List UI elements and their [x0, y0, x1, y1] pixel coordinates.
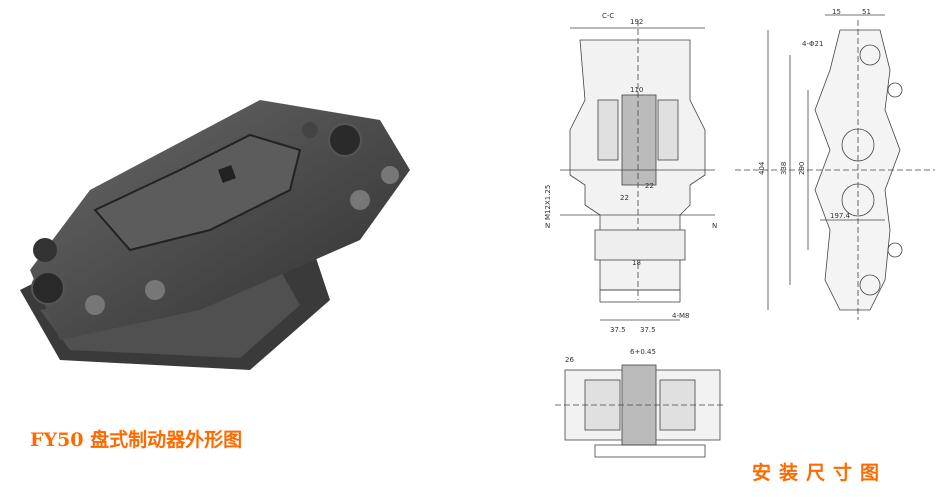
dim-192: 192	[630, 18, 643, 26]
dim-375a: 37.5	[610, 326, 626, 334]
dim-18: 18	[632, 259, 641, 267]
dim-15: 15	[832, 8, 841, 16]
dim-26: 26	[565, 356, 574, 364]
installation-drawing: 192 C-C M12X1.25 22 22 18 110 37.5 37.5 …	[544, 8, 935, 458]
dim-1974: 197.4	[830, 212, 851, 220]
dim-22a: 22	[620, 194, 629, 202]
dim-110: 110	[630, 86, 643, 94]
dim-51: 51	[862, 8, 871, 16]
section-n-right: N	[712, 222, 717, 230]
dim-section: C-C	[602, 12, 614, 20]
left-caption: FY50 盘式制动器外形图	[30, 429, 243, 451]
dim-375b: 37.5	[640, 326, 656, 334]
dim-404: 404	[758, 161, 766, 175]
dim-22b: 22	[645, 182, 654, 190]
dim-338: 338	[780, 162, 788, 175]
caliper-3d-rendering	[20, 100, 410, 370]
dim-thread: M12X1.25	[544, 185, 552, 220]
dim-290: 290	[798, 162, 806, 175]
dim-bolts: 4-M8	[672, 312, 689, 320]
dim-holes: 4-Φ21	[802, 40, 823, 48]
dim-gap: 6+0.45	[630, 348, 656, 356]
right-caption: 安装尺寸图	[752, 462, 888, 484]
section-n-left: N	[545, 222, 550, 230]
